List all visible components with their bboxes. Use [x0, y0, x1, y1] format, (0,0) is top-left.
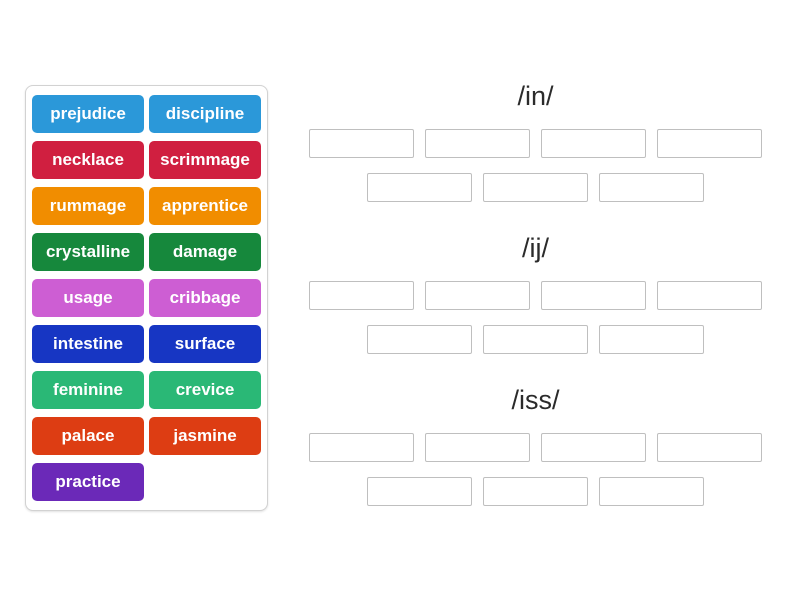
- group-in: /in/: [305, 78, 766, 202]
- drop-slot[interactable]: [599, 325, 704, 354]
- drop-slot[interactable]: [541, 433, 646, 462]
- word-tile[interactable]: surface: [149, 325, 261, 363]
- group-heading: /in/: [517, 81, 554, 111]
- slot-row: [305, 129, 766, 158]
- drop-slot[interactable]: [657, 281, 762, 310]
- word-tile[interactable]: necklace: [32, 141, 144, 179]
- drop-slot[interactable]: [309, 433, 414, 462]
- drop-slot[interactable]: [599, 477, 704, 506]
- drop-slot[interactable]: [425, 129, 530, 158]
- drop-slot[interactable]: [367, 173, 472, 202]
- word-tile[interactable]: prejudice: [32, 95, 144, 133]
- group-ij: /ij/: [305, 230, 766, 354]
- word-tile[interactable]: damage: [149, 233, 261, 271]
- drop-slot[interactable]: [309, 129, 414, 158]
- word-tile[interactable]: practice: [32, 463, 144, 501]
- drop-slot[interactable]: [309, 281, 414, 310]
- group-heading: /iss/: [511, 385, 560, 415]
- word-tile[interactable]: intestine: [32, 325, 144, 363]
- word-tile[interactable]: crystalline: [32, 233, 144, 271]
- word-tile[interactable]: palace: [32, 417, 144, 455]
- word-tile[interactable]: jasmine: [149, 417, 261, 455]
- groups-column: /in/ /ij/ /iss/: [305, 78, 766, 506]
- word-tile[interactable]: feminine: [32, 371, 144, 409]
- word-tile[interactable]: rummage: [32, 187, 144, 225]
- drop-slot[interactable]: [367, 325, 472, 354]
- drop-slot[interactable]: [483, 173, 588, 202]
- slot-row: [305, 281, 766, 310]
- drop-slot[interactable]: [367, 477, 472, 506]
- drop-slot[interactable]: [483, 325, 588, 354]
- group-iss: /iss/: [305, 382, 766, 506]
- drop-slot[interactable]: [541, 281, 646, 310]
- drop-slot[interactable]: [483, 477, 588, 506]
- drop-slot[interactable]: [425, 281, 530, 310]
- drop-slot[interactable]: [541, 129, 646, 158]
- drop-slot[interactable]: [425, 433, 530, 462]
- drop-slot[interactable]: [657, 433, 762, 462]
- word-tile[interactable]: discipline: [149, 95, 261, 133]
- slot-row: [305, 325, 766, 354]
- word-tile[interactable]: scrimmage: [149, 141, 261, 179]
- slot-row: [305, 433, 766, 462]
- slot-row: [305, 173, 766, 202]
- group-heading: /ij/: [522, 233, 549, 263]
- drop-slot[interactable]: [657, 129, 762, 158]
- drop-slot[interactable]: [599, 173, 704, 202]
- word-tile[interactable]: crevice: [149, 371, 261, 409]
- word-tile[interactable]: usage: [32, 279, 144, 317]
- word-tile[interactable]: apprentice: [149, 187, 261, 225]
- word-tile[interactable]: cribbage: [149, 279, 261, 317]
- slot-row: [305, 477, 766, 506]
